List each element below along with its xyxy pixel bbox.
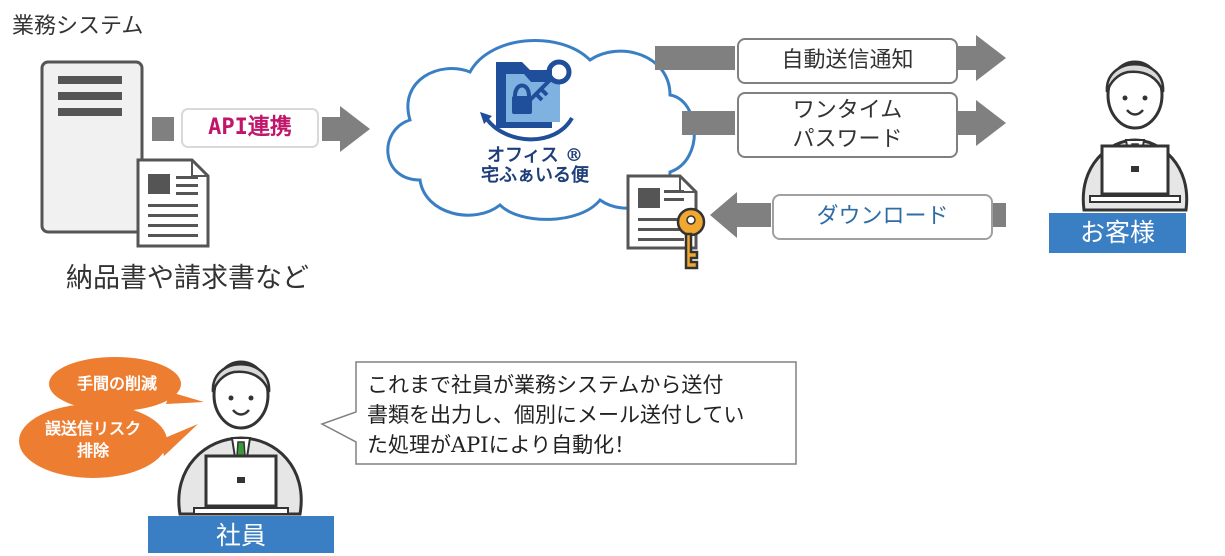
service-logo-icon [480, 59, 574, 142]
otp-label-line2: パスワード [792, 127, 903, 152]
docs-caption: 納品書や請求書など [66, 263, 309, 294]
employee-person-icon [177, 360, 303, 516]
service-name-line2: 宅ふぁいる便 [481, 165, 589, 186]
employee-badge: 社員 [148, 516, 334, 553]
bubble-risk-text: 誤送信リスク 排除 [28, 418, 158, 462]
system-title: 業務システム [12, 14, 144, 39]
bubble-reduce-text: 手間の削減 [76, 374, 157, 393]
service-name: オフィス ® 宅ふぁいる便 [470, 146, 600, 186]
auto-notify-arrow [655, 35, 1006, 81]
document-icon [136, 158, 210, 248]
bubble-risk [19, 404, 198, 478]
download-arrow [710, 192, 1006, 238]
api-label: API連携 [181, 108, 319, 148]
api-arrow [152, 106, 370, 152]
otp-label-line1: ワンタイム [792, 98, 903, 123]
speech-text: これまで社員が業務システムから送付 書類を出力し、個別にメール送付してい た処理… [367, 370, 744, 460]
cloud-shape [386, 39, 696, 221]
customer-badge: お客様 [1049, 213, 1186, 253]
bubble-risk-line2: 排除 [76, 441, 109, 460]
speech-line3: た処理がAPIにより自動化！ [367, 433, 636, 457]
download-label: ダウンロード [772, 194, 993, 240]
otp-label: ワンタイム パスワード [737, 92, 958, 158]
bubble-risk-line1: 誤送信リスク [44, 419, 141, 438]
server-icon [40, 60, 144, 234]
service-name-line1: オフィス ® [487, 145, 583, 166]
bubble-reduce [49, 357, 204, 411]
speech-line1: これまで社員が業務システムから送付 [367, 373, 724, 397]
auto-notify-label: 自動送信通知 [737, 38, 958, 84]
customer-person-icon [1081, 60, 1189, 212]
key-icon [676, 207, 706, 270]
speech-line2: 書類を出力し、個別にメール送付してい [367, 403, 745, 427]
otp-arrow [682, 100, 1006, 146]
speech-box [320, 361, 797, 465]
api-label-text: API連携 [208, 115, 292, 140]
